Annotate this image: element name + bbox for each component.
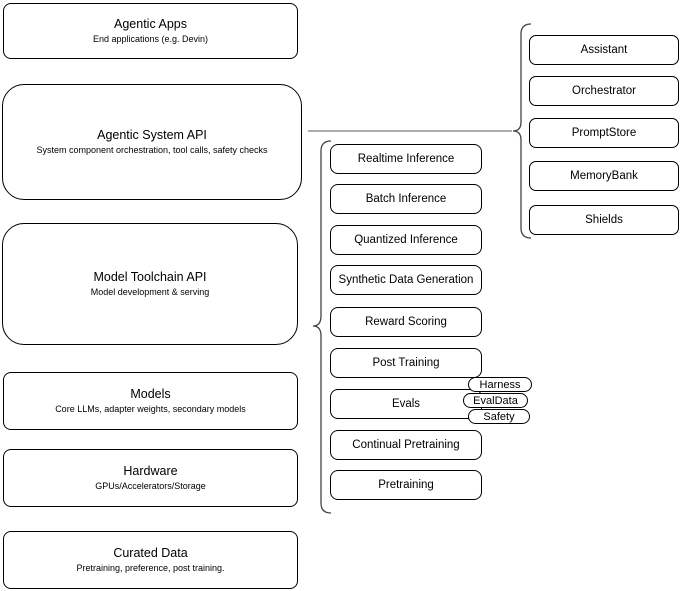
box-models: Models Core LLMs, adapter weights, secon…: [3, 372, 298, 430]
tag-evaldata: EvalData: [463, 393, 528, 408]
node-synthetic-data-generation: Synthetic Data Generation: [330, 265, 482, 295]
box-subtitle: Core LLMs, adapter weights, secondary mo…: [55, 404, 246, 415]
box-agentic-apps: Agentic Apps End applications (e.g. Devi…: [3, 3, 298, 59]
box-title: Agentic Apps: [114, 16, 187, 31]
box-title: Models: [130, 386, 171, 401]
node-realtime-inference: Realtime Inference: [330, 144, 482, 174]
node-batch-inference: Batch Inference: [330, 184, 482, 214]
node-continual-pretraining: Continual Pretraining: [330, 430, 482, 460]
node-assistant: Assistant: [529, 35, 679, 65]
node-promptstore: PromptStore: [529, 118, 679, 148]
box-subtitle: GPUs/Accelerators/Storage: [95, 481, 206, 492]
node-memorybank: MemoryBank: [529, 161, 679, 191]
box-subtitle: End applications (e.g. Devin): [92, 34, 209, 45]
node-post-training: Post Training: [330, 348, 482, 378]
node-shields: Shields: [529, 205, 679, 235]
node-reward-scoring: Reward Scoring: [330, 307, 482, 337]
box-subtitle: System component orchestration, tool cal…: [36, 145, 268, 156]
tag-safety: Safety: [468, 409, 530, 424]
box-hardware: Hardware GPUs/Accelerators/Storage: [3, 449, 298, 507]
box-title: Hardware: [123, 463, 178, 478]
box-title: Model Toolchain API: [93, 269, 207, 284]
node-quantized-inference: Quantized Inference: [330, 225, 482, 255]
node-orchestrator: Orchestrator: [529, 76, 679, 106]
box-title: Curated Data: [113, 545, 188, 560]
box-subtitle: Pretraining, preference, post training.: [76, 563, 225, 574]
node-pretraining: Pretraining: [330, 470, 482, 500]
box-model-toolchain-api: Model Toolchain API Model development & …: [2, 223, 298, 345]
toolchain-group-brace: [312, 140, 332, 514]
box-agentic-system-api: Agentic System API System component orch…: [2, 84, 302, 200]
tag-harness: Harness: [468, 377, 532, 392]
box-title: Agentic System API: [97, 127, 207, 142]
box-subtitle: Model development & serving: [90, 287, 210, 298]
box-curated-data: Curated Data Pretraining, preference, po…: [3, 531, 298, 589]
node-evals: Evals: [330, 389, 482, 419]
